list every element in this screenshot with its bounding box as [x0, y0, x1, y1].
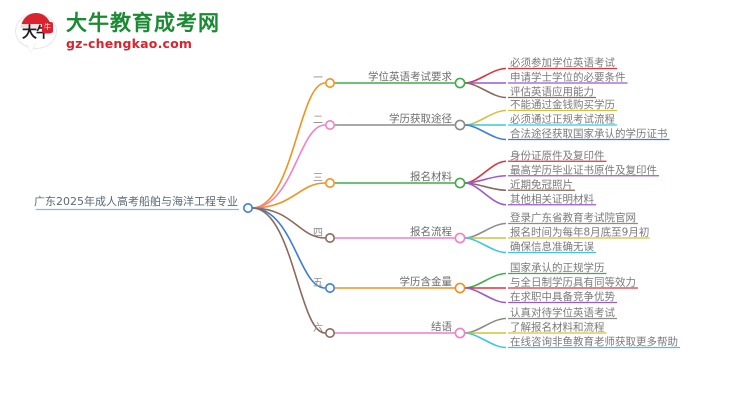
leaf-label-4-2: 报名时间为每年8月底至9月初 [510, 226, 649, 239]
leaf-label-4-3: 确保信息准确无误 [510, 240, 594, 253]
mindmap-labels: 广东2025年成人高考船舶与海洋工程专业 一 学位英语考试要求 必须参加学位英语考试申… [34, 56, 678, 348]
leaf-edge-3-2 [464, 174, 507, 184]
branch-index-node-4[interactable] [324, 233, 335, 244]
branch-topic-label-3: 报名材料 [410, 170, 452, 183]
mindmap-nodes [243, 77, 466, 339]
leaf-label-1-2: 申请学士学位的必要条件 [510, 71, 626, 84]
branch-topic-label-1: 学位英语考试要求 [368, 70, 452, 83]
branch-edge-1 [251, 82, 326, 209]
branch-topic-label-2: 学历获取途径 [389, 112, 452, 125]
mindmap-edges [35, 67, 680, 349]
leaf-label-3-4: 其他相关证明材料 [510, 192, 594, 205]
leaf-label-6-3: 在线咨询非鱼教育老师获取更多帮助 [510, 335, 678, 348]
leaf-edge-2-3 [464, 124, 507, 141]
logo-bubble-tail-shape [26, 43, 36, 52]
logo-mark-icon: 大牛 牛 [14, 11, 58, 53]
branch-index-label-2: 二 [313, 115, 323, 126]
branch-topic-label-5: 学历含金量 [400, 275, 453, 288]
logo-seal-icon: 牛 [42, 22, 53, 33]
leaf-label-1-1: 必须参加学位英语考试 [510, 56, 615, 69]
leaf-edge-4-1 [464, 222, 507, 239]
logo-subtitle: gz-chengkao.com [66, 36, 193, 52]
site-logo: 大牛 牛 大牛教育成考网 gz-chengkao.com [14, 8, 219, 56]
branch-index-label-4: 四 [313, 228, 323, 239]
leaf-edge-3-4 [464, 182, 507, 206]
leaf-label-3-1: 身份证原件及复印件 [510, 149, 605, 162]
branch-edge-4 [251, 207, 326, 239]
leaf-label-5-2: 与全日制学历具有同等效力 [510, 276, 636, 289]
branch-edge-2 [251, 124, 326, 209]
leaf-label-1-3: 评估英语应用能力 [510, 85, 594, 98]
root-node-dot[interactable] [243, 203, 254, 214]
leaf-label-5-1: 国家承认的正规学历 [510, 261, 605, 274]
leaf-edge-4-3 [464, 237, 507, 254]
branch-index-label-3: 三 [313, 173, 323, 184]
logo-wordmark: 大牛教育成考网 gz-chengkao.com [66, 13, 220, 51]
leaf-label-2-2: 必须通过正规考试流程 [510, 113, 615, 126]
leaf-label-3-3: 近期免冠照片 [510, 178, 573, 191]
branch-index-node-6[interactable] [324, 327, 335, 338]
leaf-label-6-1: 认真对待学位英语考试 [510, 306, 615, 319]
root-topic-label: 广东2025年成人高考船舶与海洋工程专业 [34, 194, 238, 208]
branch-topic-node-2[interactable] [454, 119, 466, 131]
branch-topic-node-4[interactable] [454, 232, 466, 244]
branch-topic-label-6: 结语 [431, 320, 452, 333]
branch-index-node-5[interactable] [324, 282, 335, 293]
leaf-edge-1-3 [464, 82, 507, 99]
branch-index-node-3[interactable] [324, 178, 335, 189]
leaf-edge-1-1 [464, 67, 507, 84]
branch-index-label-6: 六 [313, 322, 323, 334]
leaf-edge-5-3 [464, 287, 507, 304]
leaf-label-3-2: 最高学历毕业证书原件及复印件 [510, 163, 657, 176]
leaf-edge-2-1 [464, 109, 507, 126]
logo-title: 大牛教育成考网 [66, 11, 220, 36]
leaf-label-6-2: 了解报名材料和流程 [510, 321, 605, 334]
branch-topic-label-4: 报名流程 [410, 225, 452, 238]
branch-topic-node-1[interactable] [454, 77, 466, 89]
leaf-label-5-3: 在求职中具备竞争优势 [510, 290, 615, 303]
branch-index-label-1: 一 [313, 73, 323, 84]
branch-index-label-5: 五 [313, 278, 323, 289]
branch-topic-node-6[interactable] [454, 327, 466, 339]
leaf-edge-6-1 [464, 317, 507, 334]
leaf-edge-6-3 [464, 332, 507, 349]
leaf-label-2-3: 合法途径获取国家承认的学历证书 [510, 127, 668, 140]
branch-edge-5 [251, 207, 326, 289]
logo-cap-band-shape [21, 24, 51, 28]
leaf-edge-5-1 [464, 272, 507, 289]
branch-topic-node-3[interactable] [454, 177, 466, 189]
leaf-label-2-1: 不能通过金钱购买学历 [510, 98, 615, 111]
branch-edge-3 [251, 182, 326, 209]
branch-index-node-2[interactable] [324, 120, 335, 131]
branch-index-node-1[interactable] [324, 78, 335, 89]
leaf-label-4-1: 登录广东省教育考试院官网 [510, 211, 636, 224]
branch-topic-node-5[interactable] [454, 282, 466, 294]
branch-edge-6 [251, 207, 326, 334]
